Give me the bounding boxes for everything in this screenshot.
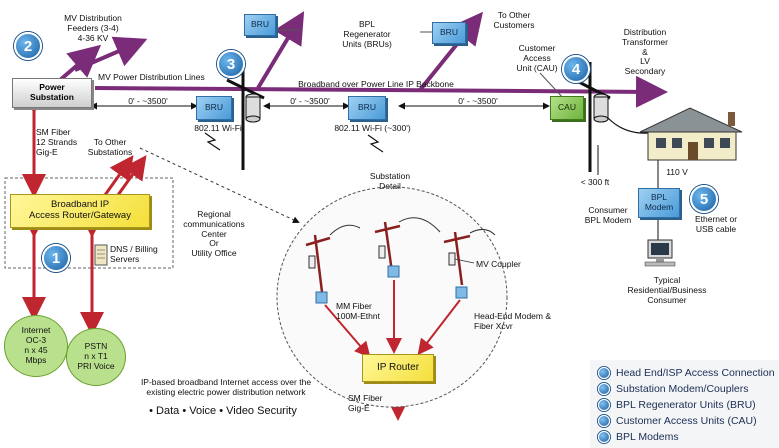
number-badge-5: 5 (690, 185, 718, 213)
bru-box: BRU (244, 14, 276, 36)
backbone-label: Broadband over Power Line IP Backbone (298, 79, 454, 89)
cau-box: CAU (550, 96, 584, 120)
bullet-icon (598, 383, 610, 395)
wifi-label: 802.11 Wi-Fi (194, 123, 242, 133)
legend-label: BPL Regenerator Units (BRU) (616, 399, 756, 411)
to-other-substations-label: To Other Substations (87, 137, 133, 157)
number-badge-2: 2 (14, 32, 42, 60)
bru-box: BRU (348, 96, 386, 120)
mv-branch-line (418, 11, 484, 92)
gateway-box: Broadband IP Access Router/Gateway (10, 194, 150, 228)
services-list: • Data • Voice • Video Security (149, 405, 297, 417)
bru-box: BRU (432, 22, 466, 44)
legend-item: BPL Modems (598, 431, 679, 443)
mm-fiber-label: MM Fiber 100M-Ethnt (336, 301, 380, 321)
legend-item: BPL Regenerator Units (BRU) (598, 399, 756, 411)
mv-feeders-label: MV Distribution Feeders (3-4) 4-36 KV (64, 13, 122, 43)
mv-feeder-line (58, 44, 102, 82)
pstn-cloud: PSTN n x T1 PRI Voice (66, 328, 126, 386)
legend-label: Substation Modem/Couplers (616, 383, 749, 395)
bullet-icon (598, 431, 610, 443)
distribution-transformer-label: Distribution Transformer & LV Secondary (622, 27, 668, 77)
internet-cloud: Internet OC-3 n x 45 Mbps (4, 315, 68, 377)
cau-label: Customer Access Unit (CAU) (516, 43, 558, 73)
sm-fiber-label: SM Fiber Gig-E (348, 393, 383, 413)
legend-label: BPL Modems (616, 431, 679, 443)
caption: IP-based broadband Internet access over … (140, 377, 312, 397)
wifi-label: 802.11 Wi-Fi (~300') (334, 123, 411, 133)
bullet-icon (598, 415, 610, 427)
bru-box: BRU (196, 96, 232, 120)
bullet-icon (598, 399, 610, 411)
legend-item: Substation Modem/Couplers (598, 383, 749, 395)
mv-feeder-line (74, 36, 148, 72)
headend-label: Head-End Modem & Fiber Xcvr (474, 311, 552, 331)
distance-label: < 300 ft (580, 177, 610, 187)
span-label: 0' - ~3500' (458, 96, 498, 106)
legend-item: Head End/ISP Access Connection (598, 367, 775, 379)
number-badge-4: 4 (562, 55, 590, 83)
mv-coupler-label: MV Coupler (476, 259, 521, 269)
mv-lines-label: MV Power Distribution Lines (98, 72, 205, 82)
consumer-bpl-label: Consumer BPL Modem (584, 205, 632, 225)
number-badge-1: 1 (42, 244, 70, 272)
voltage-label: 110 V (666, 167, 688, 177)
bullet-icon (598, 367, 610, 379)
to-other-customers-label: To Other Customers (493, 10, 535, 30)
mv-power-line (94, 75, 668, 108)
span-label: 0' - ~3500' (290, 96, 330, 106)
legend-item: Customer Access Units (CAU) (598, 415, 757, 427)
ip-router-box: IP Router (362, 354, 434, 382)
legend-label: Customer Access Units (CAU) (616, 415, 757, 427)
bpl-regen-label: BPL Regenerator Units (BRUs) (342, 19, 392, 49)
bpl-modem-box: BPL Modem (638, 188, 680, 218)
substation-detail-label: Substation Detail (369, 171, 411, 191)
regional-center-label: Regional communications Center Or Utilit… (183, 209, 245, 259)
legend-label: Head End/ISP Access Connection (616, 367, 775, 379)
dns-label: DNS / Billing Servers (110, 244, 158, 264)
typical-consumer-label: Typical Residential/Business Consumer (627, 275, 707, 305)
power-substation: Power Substation (12, 78, 92, 108)
ethernet-label: Ethernet or USB cable (694, 214, 738, 234)
number-badge-3: 3 (217, 50, 245, 78)
sm-fiber-label: SM Fiber 12 Strands Gig-E (36, 127, 78, 157)
span-label: 0' - ~3500' (128, 96, 168, 106)
